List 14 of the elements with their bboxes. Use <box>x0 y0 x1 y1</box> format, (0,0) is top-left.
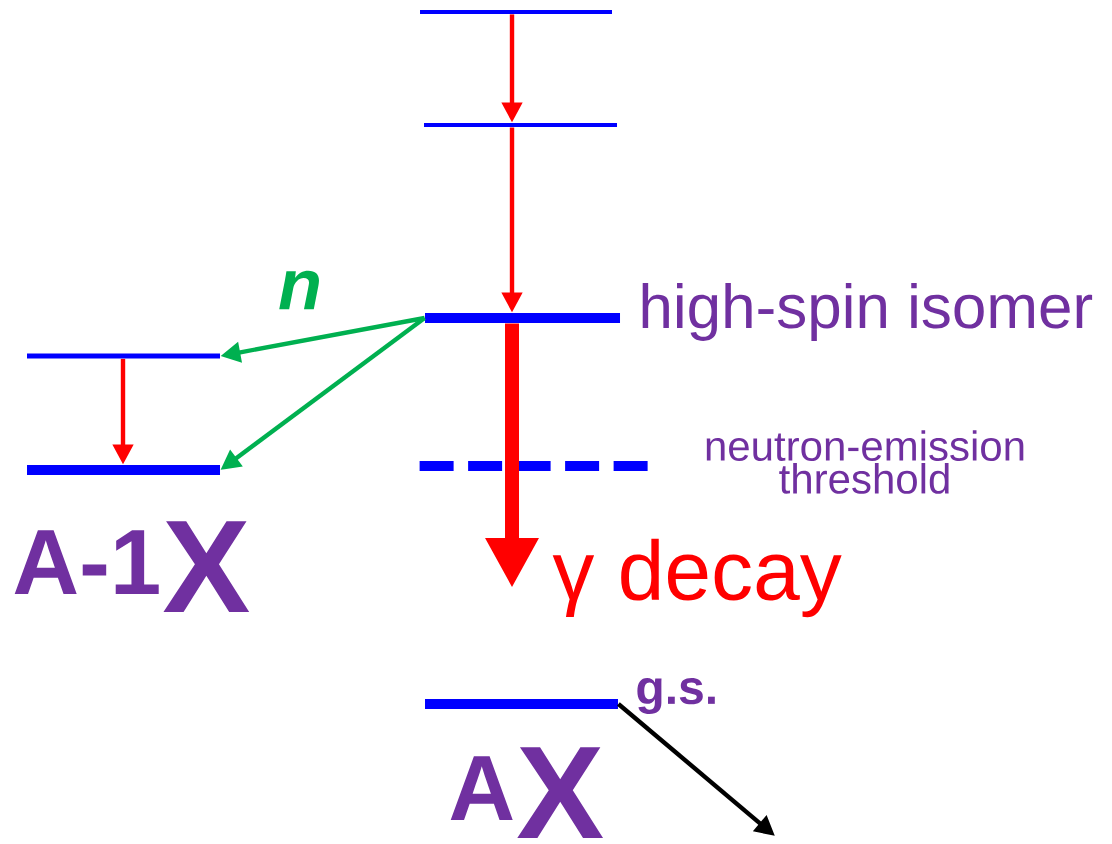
level-label: high-spin isomer <box>642 283 1093 341</box>
nuclide-label: $^{A-1}$X <box>14 521 250 612</box>
edge-label: γ decay <box>550 536 844 620</box>
energy-level <box>425 699 618 709</box>
level-label: neutron-emission threshold <box>706 430 1024 494</box>
threshold-line <box>419 461 649 471</box>
energy-level <box>27 465 220 475</box>
energy-level <box>425 313 620 323</box>
level-label: g.s. <box>637 678 715 714</box>
edge-label: n <box>276 268 324 312</box>
energy-level <box>420 10 612 14</box>
energy-level <box>27 353 220 359</box>
energy-level <box>424 123 617 127</box>
nuclide-label: $^{A}$X <box>450 747 603 838</box>
